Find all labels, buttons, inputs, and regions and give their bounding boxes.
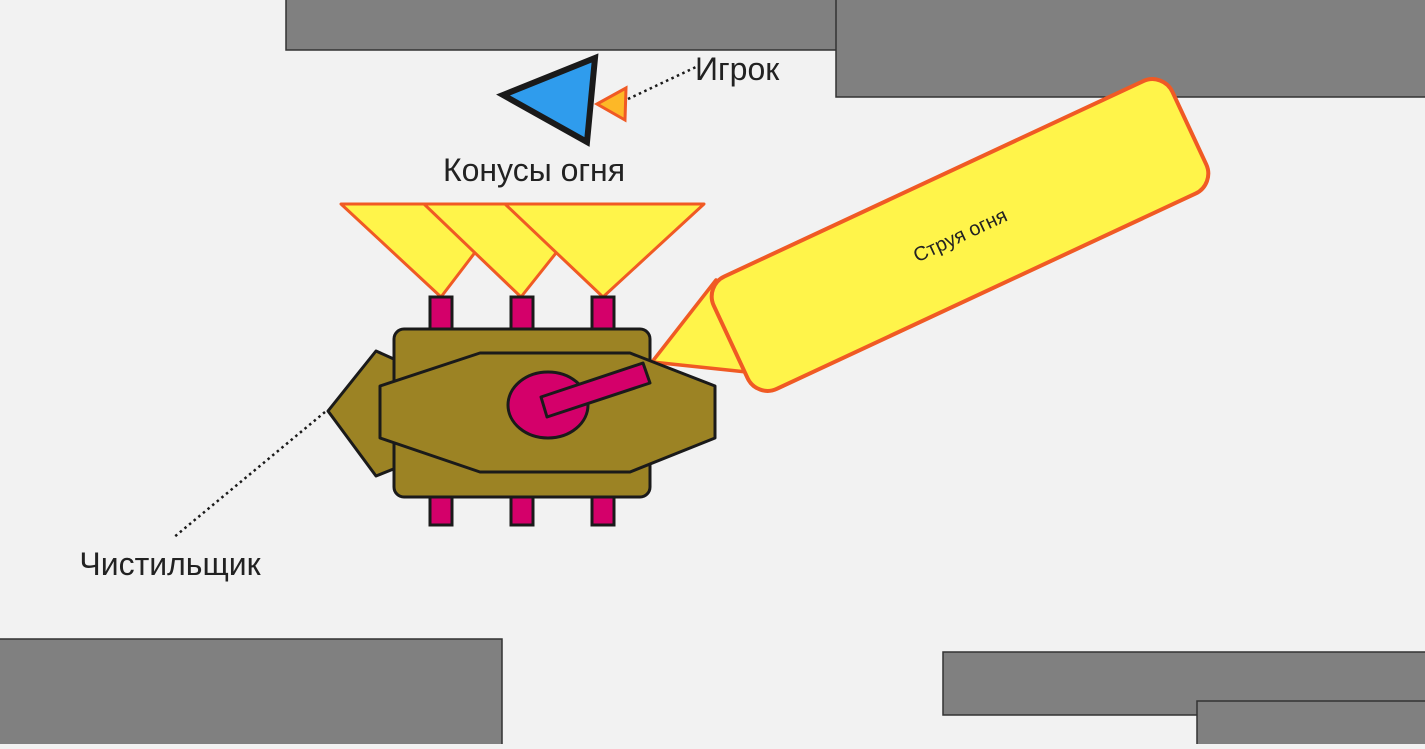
cleaner-annotation: Чистильщик — [79, 411, 326, 582]
small-triangle-icon — [593, 85, 628, 123]
player: Игрок — [496, 51, 780, 147]
cleaner-label: Чистильщик — [79, 546, 261, 582]
wall-bottom-left — [0, 638, 503, 748]
fire-cones — [339, 202, 706, 299]
wall-bottom-right-corner — [1196, 700, 1425, 748]
cleaner-leader-line — [172, 411, 326, 539]
tank-icon — [326, 295, 717, 527]
tank-barrel — [539, 361, 652, 419]
fire-jet-beam — [709, 77, 1211, 393]
wall-top-right — [835, 0, 1425, 98]
fire-cones-label: Конусы огня — [443, 152, 625, 188]
wall-top-left — [285, 0, 839, 51]
triangle-icon — [496, 53, 599, 147]
player-label: Игрок — [695, 51, 780, 87]
fire-cone-right — [503, 202, 706, 299]
fire-jet: Струя огня — [650, 77, 1211, 393]
player-leader-line — [627, 65, 697, 101]
